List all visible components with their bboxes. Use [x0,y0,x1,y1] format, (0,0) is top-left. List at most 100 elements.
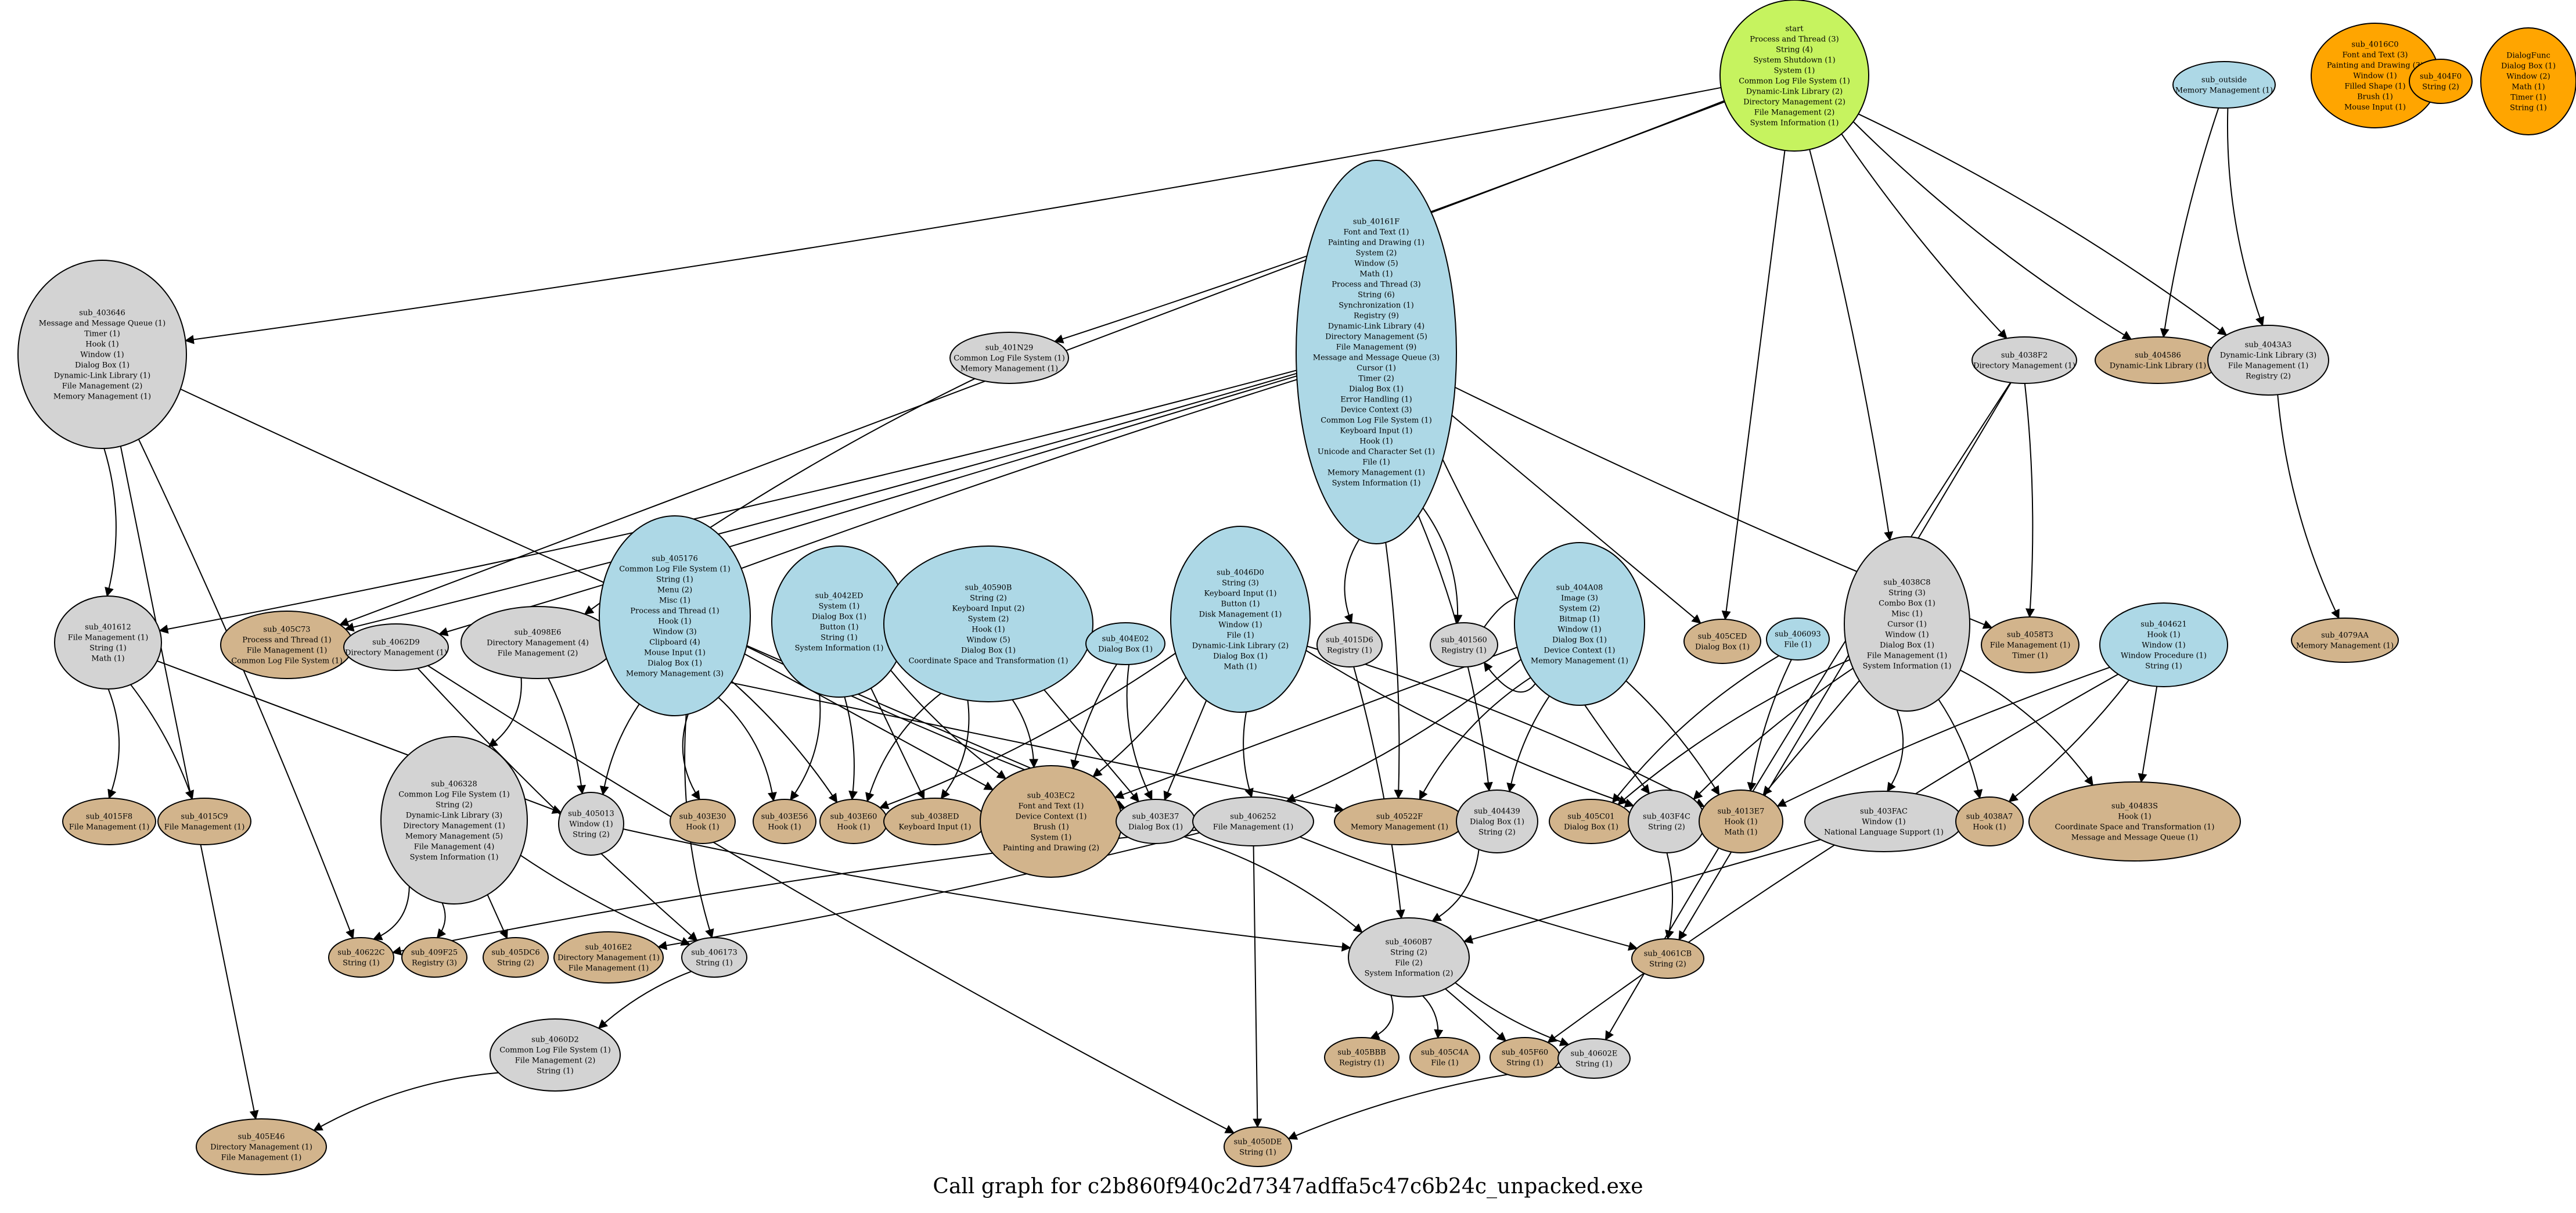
function-node-name: sub_403FAC [1860,808,1908,816]
function-node-category: Registry (1) [1327,647,1372,655]
function-node-category: Process and Thread (3) [1750,35,1839,44]
call-edge [520,855,691,946]
function-node-category: Hook (1) [837,823,870,832]
function-node-category: File Management (1) [1990,641,2071,650]
function-node-category: Memory Management (1) [2296,642,2394,651]
call-edge [1422,995,1444,1039]
function-node-category: Dynamic-Link Library (3) [406,812,502,820]
function-node-category: Timer (1) [2012,652,2048,661]
function-node-shape [1719,0,1869,152]
call-edge [1747,659,1792,792]
function-node-name: sub_403F4C [1643,813,1690,821]
call-edge [427,665,1235,1133]
function-node-category: File (1) [1784,641,1812,649]
call-edge [1419,677,1531,801]
function-node-category: Math (1) [1224,663,1257,672]
function-node-category: File Management (2) [62,382,143,391]
function-node-category: String (2) [1390,949,1427,957]
function-node-category: File Management (2) [515,1057,596,1065]
function-node-category: System (2) [1559,605,1600,613]
function-node-name: sub_404586 [2135,351,2181,360]
function-node-category: Directory Management (1) [1973,362,2075,371]
function-node-category: Coordinate Space and Transformation (1) [2055,823,2215,832]
call-edge [2277,394,2340,619]
function-node-shape [1955,796,2024,846]
function-node-name: sub_40522F [1376,813,1423,821]
function-node-shape [599,515,751,716]
function-node-category: Math (1) [2512,83,2545,92]
function-node-name: DialogFunc [2506,52,2550,60]
function-node-shape [196,1118,327,1175]
call-edge [1305,649,1635,808]
call-edge [1126,664,1153,801]
function-node-name: sub_404E02 [1102,635,1149,644]
function-node-shape [1971,336,2077,384]
call-edge [1809,149,1894,541]
function-node-category: Dynamic-Link Library (1) [54,372,150,381]
function-node-category: File Management (1) [569,964,649,973]
function-node-name: sub_403E60 [830,813,877,821]
function-node-category: Menu (2) [657,586,692,595]
function-node-name: sub_40622C [337,949,384,957]
function-node-category: Keyboard Input (1) [899,823,972,832]
function-node-category: String (2) [1648,823,1685,832]
function-node-shape [1456,789,1538,853]
function-node-category: String (2) [970,594,1007,603]
function-node-shape [949,332,1069,384]
function-node-category: Directory Management (1) [345,649,447,658]
function-node-shape [2099,602,2228,687]
call-edge [2008,679,2130,802]
function-node-category: String (1) [656,576,693,584]
function-node-category: File Management (1) [2228,362,2309,371]
function-node-category: Directory Management (1) [557,954,660,963]
function-node-shape [490,1018,621,1092]
function-node-category: Painting and Drawing (1) [1328,239,1424,247]
function-node-category: Message and Message Queue (3) [1313,354,1440,363]
function-node-category: Common Log File System (1) [231,657,343,666]
call-edge [623,828,1351,952]
function-node-category: String (2) [436,801,473,810]
function-node-category: Dialog Box (1) [1098,645,1153,654]
function-node-category: Image (3) [1561,594,1598,603]
function-node-name: sub_4058T3 [2007,631,2053,640]
function-node-category: Window (1) [2142,641,2186,650]
function-node-category: File (2) [1395,959,1423,968]
function-node-shape [1348,917,1470,997]
function-node-category: Dialog Box (1) [1470,818,1524,827]
call-edge [130,684,195,800]
function-node-category: String (1) [1575,1060,1613,1069]
function-node-category: File Management (9) [1336,343,1417,352]
call-edge [1625,680,1720,796]
function-node-category: Directory Management (4) [487,639,589,648]
function-node-name: sub_406093 [1775,630,1821,639]
function-node-category: Process and Thread (1) [630,607,719,616]
function-node-name: sub_4038A7 [1966,813,2013,821]
function-node-category: File Management (1) [164,823,245,832]
function-node-shape [328,937,394,978]
function-node-category: Dynamic-Link Library (3) [2220,351,2316,360]
function-node-shape [220,611,354,679]
call-edge [120,446,259,1120]
function-node-category: Registry (2) [2246,372,2291,381]
call-edge [1044,689,1139,802]
function-node-category: Window (2) [2506,73,2550,81]
call-edge [1852,121,2132,340]
function-node-category: Window (1) [1218,621,1262,630]
function-node-category: String (1) [89,644,127,653]
function-node-name: sub_4016E2 [585,943,632,952]
function-node-shape [553,931,664,984]
